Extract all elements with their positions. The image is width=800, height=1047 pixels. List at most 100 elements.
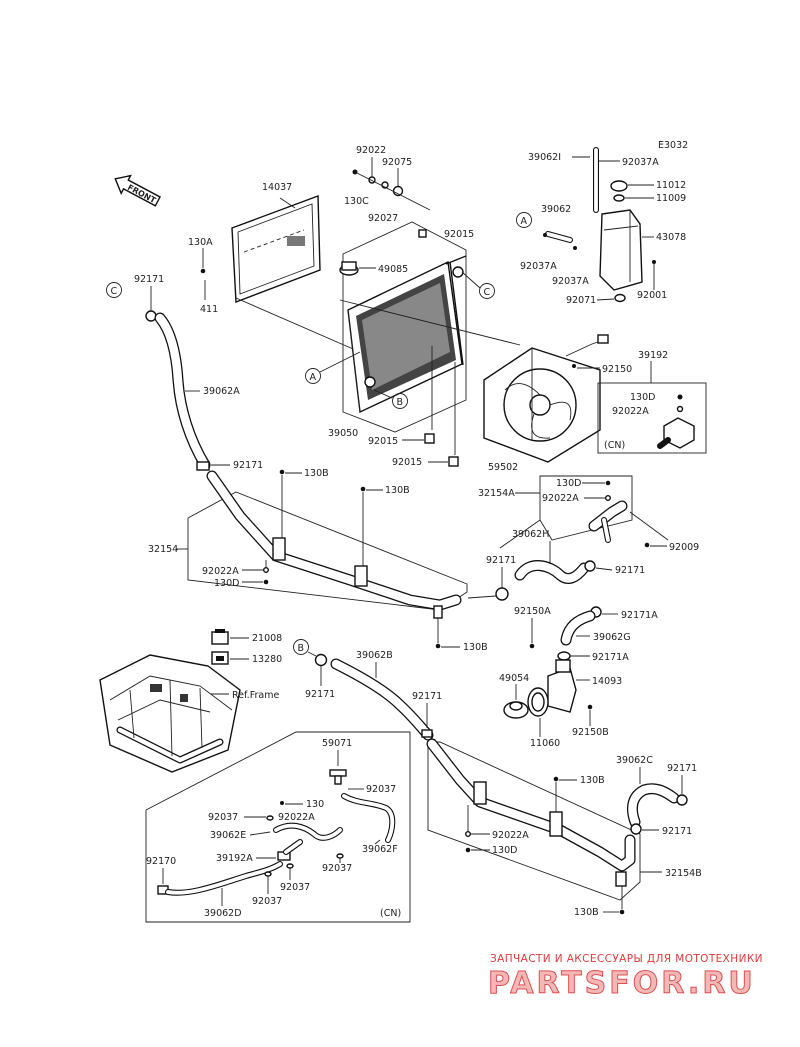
part-130D-label-low: 130D xyxy=(492,845,517,856)
part-92150B-label: 92150B xyxy=(572,727,609,738)
radiator-cap xyxy=(339,261,359,276)
part-92171-label-h: 92171 xyxy=(486,555,516,566)
part-130D-label-r: 130D xyxy=(556,478,581,489)
part-92171-label-c: 92171 xyxy=(134,274,164,285)
callout-a-radiator: A xyxy=(305,368,321,384)
part-92022A-label-low: 92022A xyxy=(492,830,529,841)
part-92022A-label-cn2: 92022A xyxy=(278,812,315,823)
hose-clamp-92171-b xyxy=(314,653,328,667)
radiator xyxy=(347,255,467,414)
part-39062D-label: 39062D xyxy=(204,908,242,919)
callout-a-tank: A xyxy=(516,212,532,228)
pipe-32154B xyxy=(426,738,636,887)
part-92037A-label-b: 92037A xyxy=(520,261,557,272)
part-11012-label: 11012 xyxy=(656,180,686,191)
part-39062F-label: 39062F xyxy=(362,844,398,855)
part-130B-label-b: 130B xyxy=(385,485,410,496)
part-92150-label: 92150 xyxy=(602,364,632,375)
part-11009-label: 11009 xyxy=(656,193,686,204)
clamp-label-92171-b: 92171 xyxy=(305,689,335,700)
part-92037-label-d: 92037 xyxy=(280,882,310,893)
part-92171-label-low: 92171 xyxy=(412,691,442,702)
part-49085-label: 49085 xyxy=(378,264,408,275)
part-21008-label: 21008 xyxy=(252,633,282,644)
part-11060-label: 11060 xyxy=(530,738,560,749)
svg-text:C: C xyxy=(111,286,118,297)
cooling-fan xyxy=(483,347,601,463)
part-92171A-label-b: 92171A xyxy=(592,652,629,663)
part-92022A-label-cn: 92022A xyxy=(612,406,649,417)
part-92001-label: 92001 xyxy=(637,290,667,301)
part-92171-label-lr: 92171 xyxy=(667,763,697,774)
callout-b-radiator: B xyxy=(392,393,408,409)
part-39192A-label: 39192A xyxy=(216,853,253,864)
t-joint-59071 xyxy=(329,769,347,785)
svg-text:B: B xyxy=(397,397,404,408)
pipe-32154 xyxy=(206,470,462,619)
part-92015-label-b: 92015 xyxy=(368,436,398,447)
part-130B-label-e: 130B xyxy=(574,907,599,918)
part-92037-label-e: 92037 xyxy=(252,896,282,907)
cn-label-b: (CN) xyxy=(380,908,401,919)
part-92022A-label-r: 92022A xyxy=(542,493,579,504)
part-43078-label: 43078 xyxy=(656,232,686,243)
part-92009-label: 92009 xyxy=(669,542,699,553)
hose-39062B xyxy=(330,658,434,741)
part-130A-label: 130A xyxy=(188,237,213,248)
part-32154-label: 32154 xyxy=(148,544,178,555)
thermostat xyxy=(503,701,529,719)
part-39062G-label: 39062G xyxy=(593,632,631,643)
radiator-screen xyxy=(231,195,321,303)
part-130C-label: 130C xyxy=(344,196,369,207)
gasket-11060 xyxy=(527,687,549,717)
part-92022A-label-l: 92022A xyxy=(202,566,239,577)
hose-39062A xyxy=(154,312,211,471)
cn-label-a: (CN) xyxy=(604,440,625,451)
part-92071-label: 92071 xyxy=(566,295,596,306)
frame-reference xyxy=(99,654,241,773)
part-92171-label-lr2: 92171 xyxy=(662,826,692,837)
part-39062B-label: 39062B xyxy=(356,650,393,661)
part-39062C-label: 39062C xyxy=(616,755,653,766)
hose-clamp-92171-c xyxy=(145,310,157,322)
part-59071-label: 59071 xyxy=(322,738,352,749)
part-49054-label: 49054 xyxy=(499,673,529,684)
svg-text:A: A xyxy=(310,372,317,383)
callout-c-radiator: C xyxy=(479,283,495,299)
hose-clamp-92171-r xyxy=(584,560,596,572)
callout-b-lower: B xyxy=(293,639,309,655)
svg-text:A: A xyxy=(521,216,528,227)
svg-text:B: B xyxy=(298,643,305,654)
part-13280-label: 13280 xyxy=(252,654,282,665)
part-92022-label: 92022 xyxy=(356,145,386,156)
part-92027-label: 92027 xyxy=(368,213,398,224)
hose-clamp-92171-h xyxy=(495,587,509,601)
hose-39062C xyxy=(626,783,680,828)
part-92037A-label-c: 92037A xyxy=(552,276,589,287)
part-92037-label-a: 92037 xyxy=(366,784,396,795)
part-92170-label: 92170 xyxy=(146,856,176,867)
part-130B-label-a: 130B xyxy=(304,468,329,479)
part-92171A-label-a: 92171A xyxy=(621,610,658,621)
hose-39062D xyxy=(165,861,283,896)
hose-39062F xyxy=(341,793,396,843)
svg-text:C: C xyxy=(484,287,491,298)
part-39062E-label: 39062E xyxy=(210,830,246,841)
part-39050-label: 39050 xyxy=(328,428,358,439)
watermark-logo: PARTSFOR.RU xyxy=(488,966,756,1002)
part-39192-label: 39192 xyxy=(638,350,668,361)
part-92171-label-r: 92171 xyxy=(615,565,645,576)
hose-39062H xyxy=(514,560,590,584)
part-130-label: 130 xyxy=(306,799,324,810)
part-92075-label: 92075 xyxy=(382,157,412,168)
reservoir-tank xyxy=(599,209,643,291)
part-32154A-label: 32154A xyxy=(478,488,515,499)
part-92150A-label: 92150A xyxy=(514,606,551,617)
part-92037-label-c: 92037 xyxy=(322,863,352,874)
diagram-code: E3032 xyxy=(658,140,688,151)
part-92015-label-a: 92015 xyxy=(444,229,474,240)
hose-39062E xyxy=(273,822,343,841)
part-92037A-label-a: 92037A xyxy=(622,157,659,168)
part-92037-label-b: 92037 xyxy=(208,812,238,823)
